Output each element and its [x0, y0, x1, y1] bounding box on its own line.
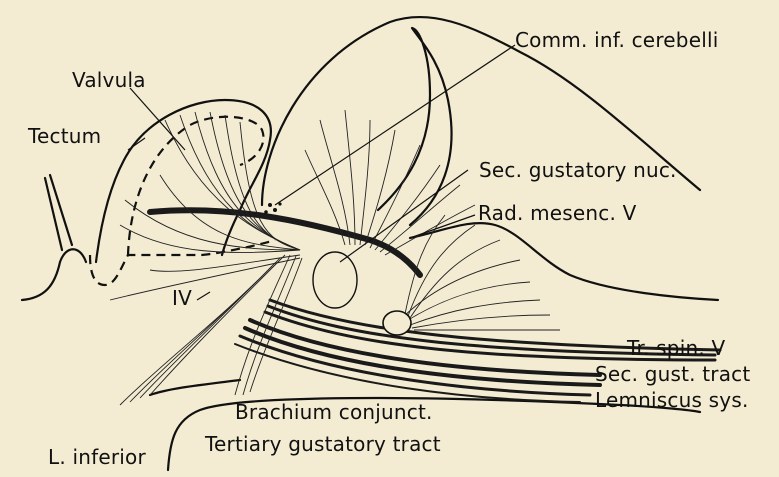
leader-sec-gustatory-nuc [340, 170, 468, 262]
label-comm-inf-cerebelli: Comm. inf. cerebelli [515, 30, 718, 50]
secondary-gustatory-nucleus [313, 252, 357, 308]
comm-inf-cerebelli-cluster [264, 202, 281, 213]
label-tectum: Tectum [28, 126, 101, 146]
leader-iv [197, 292, 210, 300]
label-valvula: Valvula [72, 70, 146, 90]
cerebellum-inner-fold [378, 28, 452, 225]
cerebellar-fibers [305, 110, 475, 255]
mesencephalic-v-nucleus [383, 311, 411, 335]
label-brachium-conjunct: Brachium conjunct. [235, 402, 433, 422]
label-l-inferior: L. inferior [48, 447, 146, 467]
label-sec-gust-tract: Sec. gust. tract [595, 364, 750, 384]
label-lemniscus-sys: Lemniscus sys. [595, 390, 749, 410]
left-lamina [45, 175, 72, 250]
label-iv: IV [172, 288, 192, 308]
brainstem-dorsal-outline [410, 223, 718, 300]
label-tr-spin-v: Tr. spin. V [627, 338, 725, 358]
label-rad-mesenc-v: Rad. mesenc. V [478, 203, 637, 223]
lower-left-outline [150, 380, 240, 395]
label-tertiary-gustatory-tract: Tertiary gustatory tract [205, 434, 441, 454]
label-sec-gustatory-nuc: Sec. gustatory nuc. [479, 160, 677, 180]
tectum-dashed-inner [128, 117, 263, 255]
left-ventricle-wall [22, 249, 86, 300]
